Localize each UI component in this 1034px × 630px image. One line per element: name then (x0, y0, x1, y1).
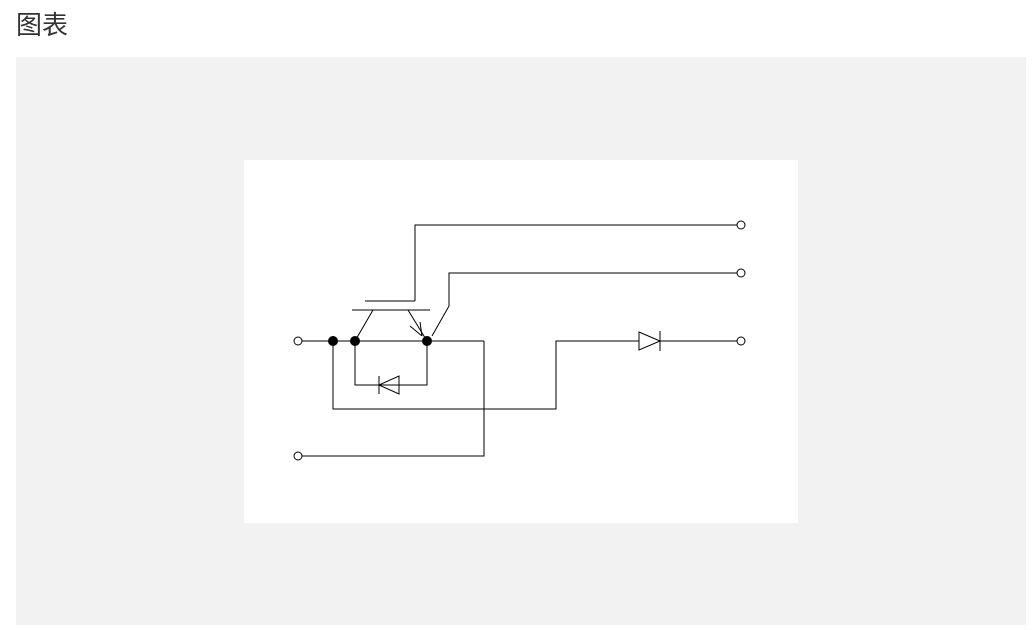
junction-dot-left (328, 336, 338, 346)
junction-dot-right (422, 336, 432, 346)
aux-emitter-terminal (736, 268, 746, 278)
left-terminal (293, 336, 303, 346)
circuit-schematic-icon (293, 220, 746, 461)
junction-dot-middle (350, 336, 360, 346)
emitter-arrow (409, 321, 423, 337)
external-diode-icon (638, 331, 662, 351)
gate-terminal (736, 220, 746, 230)
figure-panel (16, 57, 1026, 625)
freewheel-diode-icon (377, 375, 400, 395)
aux-emitter-wire (431, 272, 737, 337)
external-diode-wire (332, 340, 639, 410)
page-title: 图表 (16, 11, 69, 41)
bottom-terminal (293, 451, 303, 461)
gate-wire (414, 224, 737, 301)
emitter-bottom-wire (302, 341, 485, 457)
circuit-diagram (244, 160, 798, 523)
diode-terminal (736, 336, 746, 346)
emitter-leg (407, 309, 428, 342)
collector-leg (354, 309, 374, 342)
freewheel-loop (354, 341, 428, 386)
